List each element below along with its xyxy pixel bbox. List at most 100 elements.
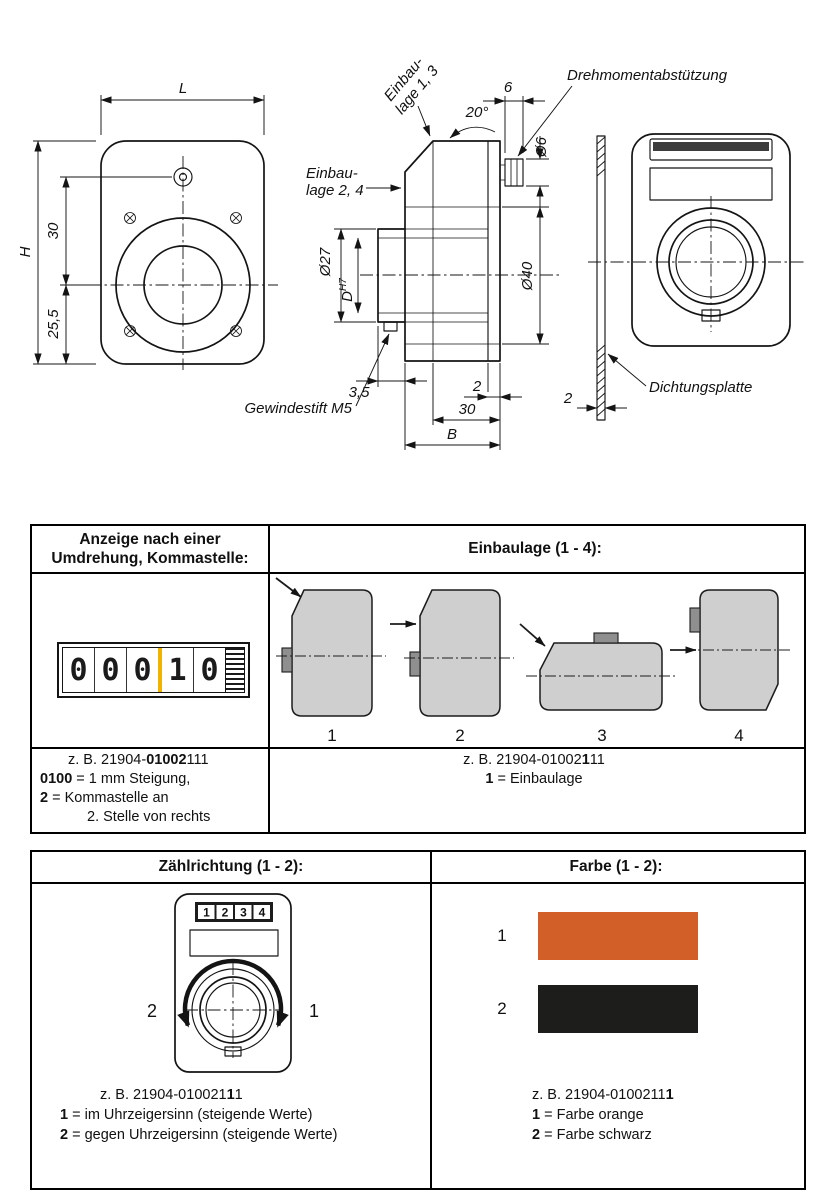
counter-digit: 0 [94,648,126,692]
mounting-position-24-label: Einbau- lage 2, 4 [306,165,364,199]
table2-right-header: Farbe (1 - 2): [432,852,800,882]
svg-text:2: 2 [222,906,229,920]
dim-label-dia6: Ø6 [533,136,550,158]
dim-label-30-depth: 30 [459,401,476,418]
color-option-row: 2 [490,985,698,1033]
header-divider [32,572,804,574]
adjustment-wheel [225,648,244,692]
color-swatch-black [538,985,698,1033]
header-divider [32,882,804,884]
knob-grip [224,1046,242,1057]
svg-text:3: 3 [240,906,247,920]
angle-label-20deg: 20° [465,104,489,121]
dim-label-dia40: Ø40 [519,261,536,291]
ccw-direction-label: 2 [147,1001,157,1021]
dim-label-seal-2: 2 [563,390,573,407]
option-note: 0100 = 1 mm Steigung, [40,771,191,787]
torque-support-label: Drehmomentabstützung [567,67,728,84]
direction-arrow [177,958,289,1028]
position-arrow [519,623,546,647]
technical-drawing: L H 30 25,5 [17,54,806,450]
option-note: 1 = im Uhrzeigersinn (steigende Werte) [60,1107,313,1123]
dim-label-L: L [179,80,187,97]
torque-pin [593,632,619,644]
example-part-number: z. B. 21904-01002111 [532,1087,674,1103]
swatch-label: 1 [497,926,507,945]
dim-label-B: B [447,426,457,443]
torque-pin [504,158,524,187]
dim-label-6: 6 [504,79,513,96]
svg-text:4: 4 [259,906,266,920]
seal-plate-label: Dichtungsplatte [649,379,752,396]
table-direction-and-color: Zählrichtung (1 - 2): Farbe (1 - 2): 1 2… [30,850,806,1190]
cap-strip [653,142,769,151]
flange-screws [124,212,242,337]
position-arrow [275,577,302,598]
torque-pin [689,607,701,633]
dim-label-dia27: Ø27 [317,247,334,277]
column-divider [430,852,432,1188]
mounting-position-4: 4 [670,589,792,744]
position-number: 4 [734,726,743,744]
header-line-2: Umdrehung, Kommastelle: [51,550,249,567]
display-window [649,167,773,201]
table2-left-header: Zählrichtung (1 - 2): [32,852,430,882]
mounting-position-1: 1 [275,577,386,744]
mounting-position-13-label: Einbau- lage 1, 3 [381,54,443,118]
display-window [189,929,279,957]
example-part-number: z. B. 21904-01002111 [100,1087,243,1103]
dim-label-2: 2 [472,378,482,395]
example-part-number: z. B. 21904-01002111 [463,752,605,768]
side-section-view: 6 Ø6 Drehmomentabstützung Einbau- lage 1… [244,54,728,450]
swatch-label: 2 [497,999,507,1018]
footer-divider [32,747,804,749]
option-note: 2. Stelle von rechts [87,809,211,825]
header-text: Farbe (1 - 2): [569,858,663,876]
counter-digit: 1 [168,652,187,688]
top-display: 1 2 3 4 [195,902,273,922]
set-screw [383,321,398,332]
counter-digit: 0 [69,652,88,688]
torque-pin [281,647,293,673]
option-note: 2 = Kommastelle an [40,790,169,806]
counting-direction-diagram: 1 2 3 4 2 1 [147,893,319,1073]
counter-display: 0 0 0 1 0 [57,642,250,698]
dim-label-30: 30 [45,222,62,239]
option-note: 1 = Einbaulage [485,771,583,787]
header-line-1: Anzeige nach einer [79,530,221,548]
table1-right-footer: z. B. 21904-01002111 1 = Einbaulage [270,751,798,789]
front-view: L H 30 25,5 [17,80,278,370]
table2-left-footer: z. B. 21904-01002111 1 = im Uhrzeigersin… [60,1085,428,1145]
example-part-number: z. B. 21904-01002111 [68,752,209,768]
cw-direction-label: 1 [309,1001,319,1021]
svg-text:Einbau-: Einbau- [306,165,358,182]
dim-label-H: H [17,246,34,257]
svg-text:lage 2, 4: lage 2, 4 [306,182,364,199]
seal-plate-section: 2 Dichtungsplatte [563,135,752,421]
color-option-row: 1 [490,912,698,960]
table1-right-header: Einbaulage (1 - 4): [270,526,800,572]
comma-position-marker [158,648,162,692]
table2-right-footer: z. B. 21904-01002111 1 = Farbe orange 2 … [532,1085,674,1145]
position-number: 1 [327,726,336,744]
counter-digit: 0 [126,648,158,692]
svg-text:1: 1 [203,906,210,920]
table1-left-footer: z. B. 21904-01002111 0100 = 1 mm Steigun… [40,751,264,827]
dim-label-25-5: 25,5 [45,309,62,340]
position-number: 3 [597,726,606,744]
position-number: 2 [455,726,464,744]
column-divider [268,526,270,832]
header-text: Zählrichtung (1 - 2): [158,858,304,876]
mounting-position-3: 3 [519,623,676,744]
option-note: 2 = Farbe schwarz [532,1127,652,1143]
color-swatch-orange [538,912,698,960]
option-note: 1 = Farbe orange [532,1107,644,1123]
dim-label-bore-DH7: DH7 [338,278,356,302]
mounting-positions-diagram: 1 2 3 4 [275,577,792,744]
torque-pin [409,651,421,677]
set-screw-label: Gewindestift M5 [244,400,352,417]
mounting-position-2: 2 [390,589,514,744]
